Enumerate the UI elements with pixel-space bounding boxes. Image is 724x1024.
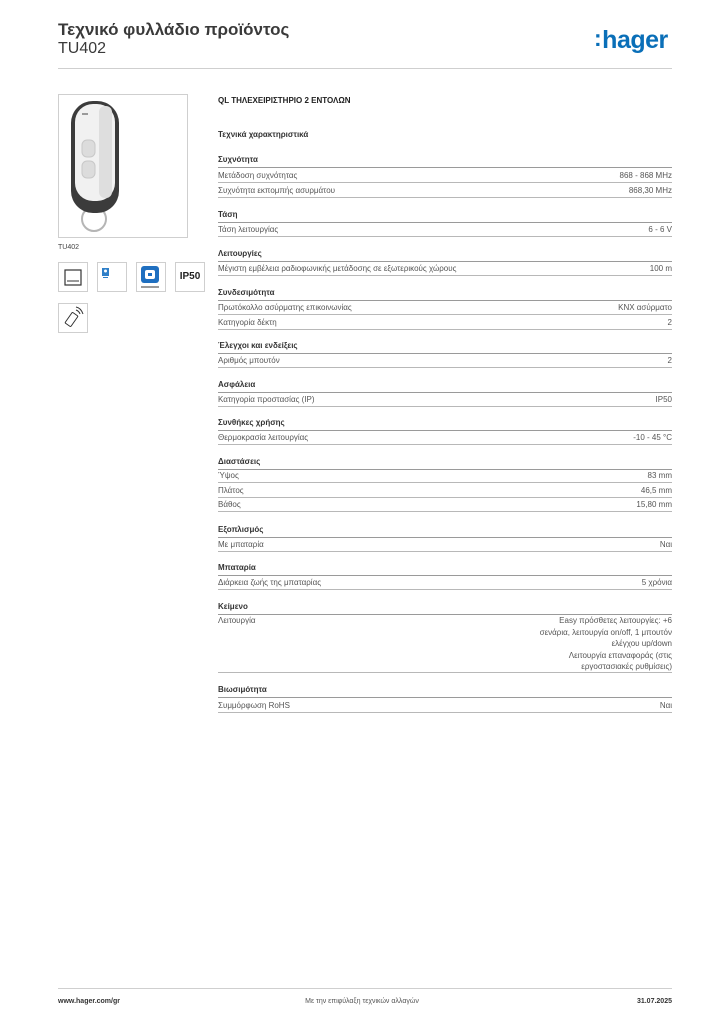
spec-value: 2 — [667, 318, 672, 327]
spec-value: KNX ασύρματο — [618, 303, 672, 312]
row-divider — [218, 511, 672, 512]
footer-divider — [58, 988, 672, 989]
quicklink-icon — [136, 262, 166, 292]
value-line: εργοστασιακές ρυθμίσεις) — [581, 662, 672, 671]
group-title-safety: Ασφάλεια — [218, 380, 256, 389]
spec-value: -10 - 45 °C — [633, 433, 672, 442]
spec-label: Συχνότητα εκπομπής ασυρμάτου — [218, 186, 336, 195]
row-divider — [218, 497, 672, 498]
spec-label: Ύψος — [218, 471, 239, 480]
spec-label: Πλάτος — [218, 486, 244, 495]
footer-note: Με την επιφύλαξη τεχνικών αλλαγών — [305, 998, 419, 1005]
group-divider — [218, 614, 672, 615]
group-title-dimensions: Διαστάσεις — [218, 457, 261, 466]
spec-label: Θερμοκρασία λειτουργίας — [218, 433, 309, 442]
spec-value: 5 χρόνια — [641, 578, 672, 587]
row-divider — [218, 182, 672, 183]
spec-value: IP50 — [655, 395, 672, 404]
spec-label: Με μπαταρία — [218, 540, 264, 549]
row-divider — [218, 275, 672, 276]
remote-control-illustration — [71, 101, 119, 232]
section-title: Τεχνικά χαρακτηριστικά — [218, 130, 309, 139]
group-title-functions: Λειτουργίες — [218, 249, 262, 258]
group-title-battery: Μπαταρία — [218, 563, 256, 572]
spec-value-multiline: Easy πρόσθετες λειτουργίες: +6 σενάρια, … — [492, 615, 672, 673]
spec-label: Πρωτόκολλο ασύρματης επικοινωνίας — [218, 303, 352, 312]
spec-label: Κατηγορία προστασίας (IP) — [218, 395, 315, 404]
value-line: Λειτουργία επαναφοράς (στις — [568, 650, 672, 660]
spec-label: Κατηγορία δέκτη — [218, 318, 277, 327]
spec-label: Τάση λειτουργίας — [218, 225, 279, 234]
header-divider — [58, 68, 672, 69]
ip-rating-label: IP50 — [179, 271, 201, 282]
spec-value: Ναι — [659, 540, 672, 549]
group-divider — [218, 430, 672, 431]
row-divider — [218, 712, 672, 713]
group-divider — [218, 537, 672, 538]
row-divider — [218, 406, 672, 407]
value-line: σενάρια, λειτουργία on/off, 1 μπουτόν — [539, 627, 672, 637]
spec-label: Αριθμός μπουτόν — [218, 356, 280, 365]
hager-logo: :hager — [594, 25, 668, 54]
remote-operation-icon — [58, 303, 88, 333]
group-title-voltage: Τάση — [218, 210, 238, 219]
group-divider — [218, 469, 672, 470]
group-title-conditions: Συνθήκες χρήσης — [218, 418, 285, 427]
group-divider — [218, 261, 672, 262]
group-divider — [218, 392, 672, 393]
row-divider — [218, 329, 672, 330]
group-divider — [218, 697, 672, 698]
spec-label: Μετάδοση συχνότητας — [218, 171, 298, 180]
spec-value: Ναι — [659, 701, 672, 710]
footer-date: 31.07.2025 — [636, 998, 672, 1005]
ip50-badge: IP50 — [175, 262, 205, 292]
spec-value: 46,5 mm — [640, 486, 672, 495]
row-divider — [218, 444, 672, 445]
value-line: Easy πρόσθετες λειτουργίες: +6 — [559, 616, 672, 625]
group-divider — [218, 575, 672, 576]
group-title-frequency: Συχνότητα — [218, 155, 258, 164]
spec-label: Βάθος — [218, 500, 241, 509]
spec-value: 6 - 6 V — [648, 225, 672, 234]
spec-value: 868 - 868 MHz — [619, 171, 672, 180]
footer-website-link[interactable]: www.hager.com/gr — [58, 998, 120, 1005]
product-name: QL ΤΗΛΕΧΕΙΡΙΣΤΗΡΙΟ 2 ΕΝΤΟΛΩΝ — [218, 96, 351, 105]
brand-name: hager — [602, 26, 668, 54]
device-icon — [58, 262, 88, 292]
row-divider — [218, 551, 672, 552]
group-title-sustainability: Βιωσιμότητα — [218, 685, 267, 694]
recycling-info-icon — [97, 262, 127, 292]
spec-value: 83 mm — [647, 471, 672, 480]
row-divider — [218, 197, 672, 198]
group-title-text: Κείμενο — [218, 602, 248, 611]
group-divider — [218, 353, 672, 354]
row-divider — [218, 589, 672, 590]
spec-label: Μέγιστη εμβέλεια ραδιοφωνικής μετάδοσης … — [218, 264, 457, 273]
product-code: TU402 — [58, 40, 107, 57]
row-divider — [218, 672, 672, 673]
image-caption: TU402 — [58, 244, 80, 251]
spec-value: 15,80 mm — [636, 500, 672, 509]
document-title: Τεχνικό φυλλάδιο προϊόντος — [58, 20, 290, 39]
spec-value: 868,30 MHz — [628, 186, 672, 195]
spec-value: 100 m — [649, 264, 672, 273]
spec-value: 2 — [667, 356, 672, 365]
group-divider — [218, 222, 672, 223]
group-title-connectivity: Συνδεσιμότητα — [218, 288, 275, 297]
row-divider — [218, 482, 672, 483]
group-title-equipment: Εξοπλισμός — [218, 525, 264, 534]
spec-label: Λειτουργία — [218, 616, 256, 625]
value-line: ελέγχου up/down — [611, 639, 672, 648]
product-image — [58, 94, 188, 238]
spec-label: Συμμόρφωση RoHS — [218, 701, 290, 710]
spec-label: Διάρκεια ζωής της μπαταρίας — [218, 578, 322, 587]
group-divider — [218, 167, 672, 168]
row-divider — [218, 236, 672, 237]
group-title-controls: Έλεγχοι και ενδείξεις — [218, 341, 298, 350]
row-divider — [218, 367, 672, 368]
row-divider — [218, 314, 672, 315]
group-divider — [218, 300, 672, 301]
